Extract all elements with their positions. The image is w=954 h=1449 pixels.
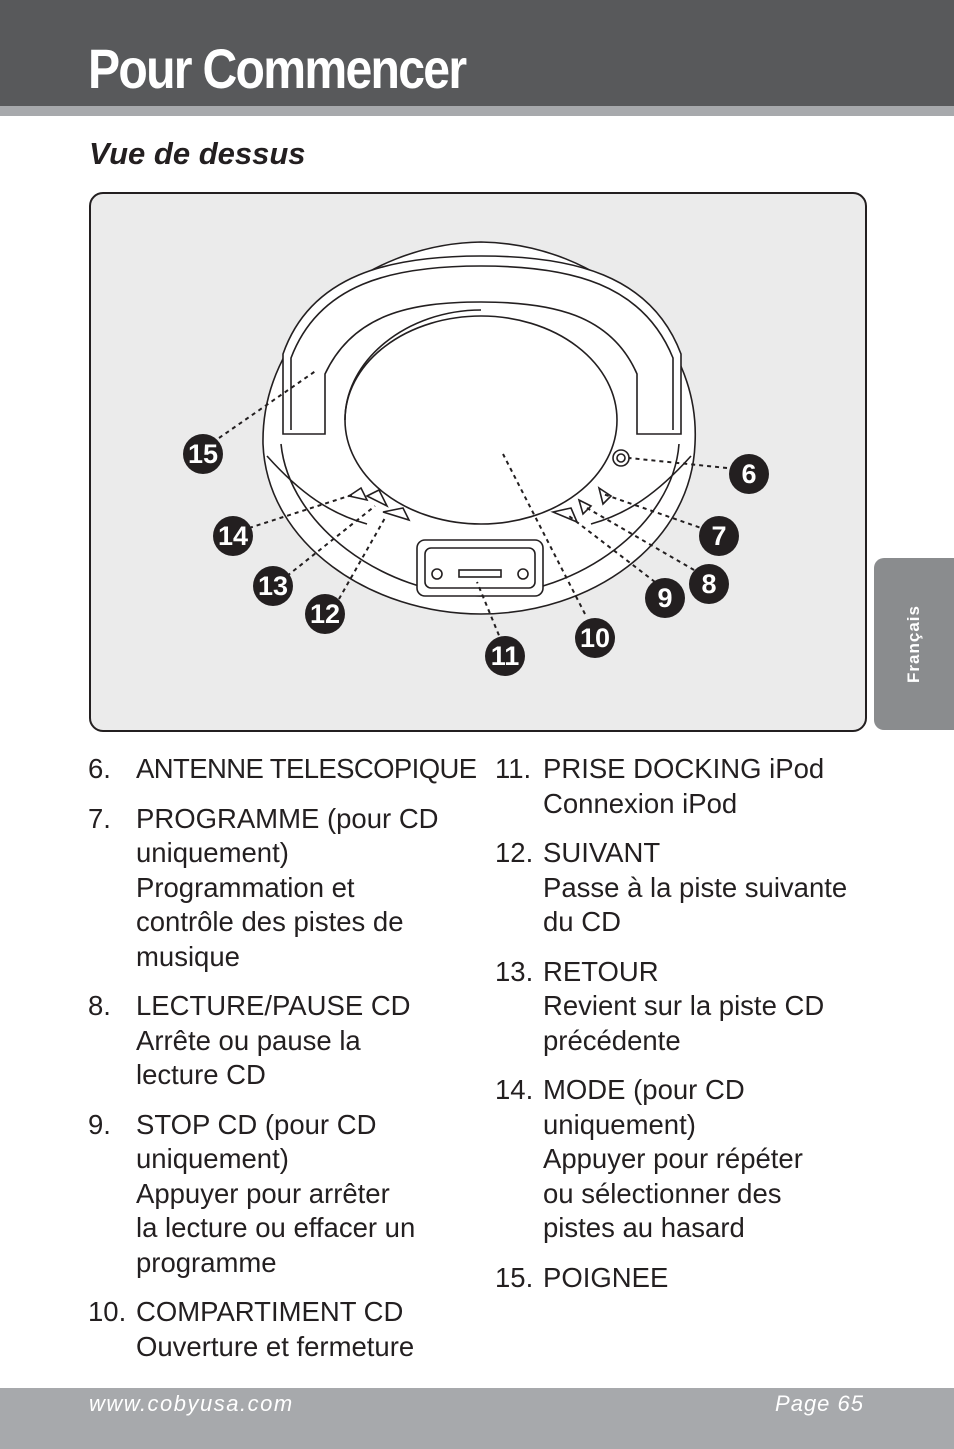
callout-13-label: 13 xyxy=(258,571,288,601)
legend-text: musique xyxy=(136,940,240,972)
callout-14-label: 14 xyxy=(218,521,248,551)
footer-bar xyxy=(0,1388,954,1449)
legend-text: Programmation et xyxy=(136,871,355,903)
legend-item: 12. SUIVANT Passe à la piste suivante du… xyxy=(495,836,875,940)
callout-8-label: 8 xyxy=(701,569,716,599)
legend-text: uniquement) xyxy=(136,837,289,868)
callout-10 xyxy=(575,618,615,658)
callout-11 xyxy=(485,636,525,676)
callout-9-label: 9 xyxy=(657,583,672,613)
callout-12 xyxy=(305,594,345,634)
header-bar xyxy=(0,0,954,106)
legend-number: 12. xyxy=(495,837,534,868)
legend-number: 11. xyxy=(495,753,532,784)
legend-item: 8. LECTURE/PAUSE CD Arrête ou pause la l… xyxy=(88,989,478,1093)
page-title: Pour Commencer xyxy=(88,37,467,100)
callout-7-label: 7 xyxy=(711,521,726,551)
legend-text: précédente xyxy=(543,1024,681,1056)
legend-text: Revient sur la piste CD xyxy=(543,990,825,1021)
footer-page-number: Page 65 xyxy=(775,1391,864,1416)
legend-number: 10. xyxy=(88,1296,127,1327)
legend-text: ou sélectionner des xyxy=(543,1177,782,1209)
callout-14 xyxy=(213,516,253,556)
legend-number: 7. xyxy=(88,802,111,834)
device-illustration: 15 14 13 12 11 10 9 8 7 6 xyxy=(183,241,769,676)
legend-text: RETOUR xyxy=(543,955,659,987)
callout-15 xyxy=(183,434,223,474)
legend-text: programme xyxy=(136,1246,277,1278)
handle-outline xyxy=(282,255,682,435)
legend-text: Passe à la piste suivante xyxy=(543,871,848,903)
legend-text: LECTURE/PAUSE CD xyxy=(136,990,411,1021)
legend-text: PRISE DOCKING iPod xyxy=(543,753,825,784)
callout-11-label: 11 xyxy=(491,641,520,671)
legend-text: MODE (pour CD xyxy=(543,1074,745,1105)
section-title: Vue de dessus xyxy=(89,136,306,171)
legend-text: POIGNEE xyxy=(543,1261,669,1293)
header-rule xyxy=(0,106,954,116)
language-tab: Français xyxy=(874,558,954,730)
callout-15-label: 15 xyxy=(188,439,218,469)
cd-lid xyxy=(344,315,618,525)
callout-6-label: 6 xyxy=(741,459,756,489)
legend-item: 7. PROGRAMME (pour CD uniquement) Progra… xyxy=(88,802,478,975)
footer-url: www.cobyusa.com xyxy=(89,1391,294,1416)
legend-number: 14. xyxy=(495,1074,534,1105)
legend-text: Connexion iPod xyxy=(543,787,738,819)
legend-text: Appuyer pour arrêter xyxy=(136,1177,390,1209)
legend-number: 13. xyxy=(495,955,534,987)
legend-item: 9. STOP CD (pour CD uniquement) Appuyer … xyxy=(88,1108,478,1281)
legend-item: 6. ANTENNE TELESCOPIQUE xyxy=(88,752,478,787)
legend-text: STOP CD (pour CD xyxy=(136,1108,377,1140)
legend-text: Ouverture et fermeture xyxy=(136,1330,415,1362)
ipod-dock xyxy=(416,539,544,597)
legend-text: pistes au hasard xyxy=(543,1212,745,1243)
legend-item: 11. PRISE DOCKING iPod Connexion iPod xyxy=(495,752,875,821)
legend-text: PROGRAMME (pour CD xyxy=(136,802,439,834)
legend-text: du CD xyxy=(543,906,621,937)
legend-text: ANTENNE TELESCOPIQUE xyxy=(136,753,477,784)
legend-number: 6. xyxy=(88,753,111,784)
legend-text: uniquement) xyxy=(543,1108,696,1140)
legend-item: 15. POIGNEE xyxy=(495,1261,875,1296)
callout-9 xyxy=(645,578,685,618)
legend-text: contrôle des pistes de xyxy=(136,906,404,937)
legend-column-right: 11. PRISE DOCKING iPod Connexion iPod 12… xyxy=(495,752,875,1310)
legend-item: 13. RETOUR Revient sur la piste CD précé… xyxy=(495,955,875,1059)
callout-6 xyxy=(729,454,769,494)
legend-text: Arrête ou pause la xyxy=(136,1024,361,1056)
legend-item: 14. MODE (pour CD uniquement) Appuyer po… xyxy=(495,1073,875,1246)
legend-text: Appuyer pour répéter xyxy=(543,1143,803,1174)
callout-12-label: 12 xyxy=(310,599,340,629)
legend-number: 15. xyxy=(495,1261,534,1293)
legend-text: COMPARTIMENT CD xyxy=(136,1296,404,1327)
callout-13 xyxy=(253,566,293,606)
legend-text: lecture CD xyxy=(136,1059,266,1090)
callout-8 xyxy=(689,564,729,604)
device-top-view-figure: 15 14 13 12 11 10 9 8 7 6 xyxy=(89,192,867,732)
callout-10-label: 10 xyxy=(580,623,610,653)
legend-text: SUIVANT xyxy=(543,837,661,868)
callout-7 xyxy=(699,516,739,556)
legend-number: 9. xyxy=(88,1108,111,1140)
language-tab-label: Français xyxy=(904,605,923,683)
legend-text: la lecture ou effacer un xyxy=(136,1212,416,1243)
legend-number: 8. xyxy=(88,990,111,1021)
legend-item: 10. COMPARTIMENT CD Ouverture et fermetu… xyxy=(88,1295,478,1364)
legend-text: uniquement) xyxy=(136,1143,289,1174)
legend-column-left: 6. ANTENNE TELESCOPIQUE 7. PROGRAMME (po… xyxy=(88,752,478,1379)
